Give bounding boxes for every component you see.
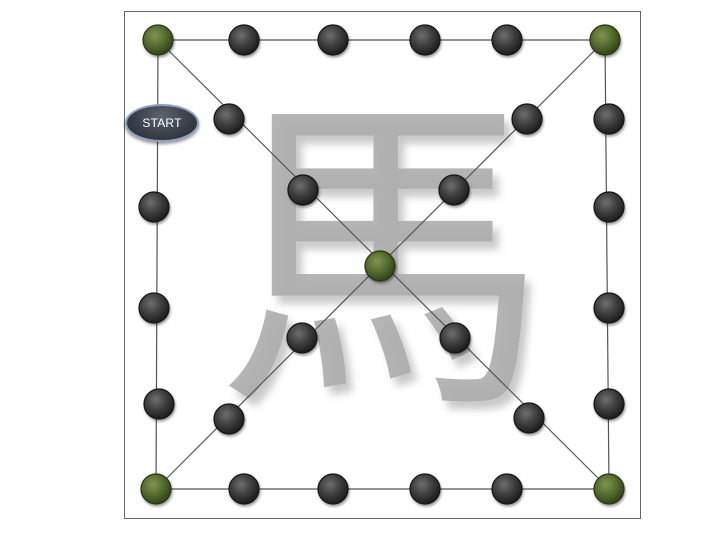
start-button[interactable]: START <box>125 104 199 142</box>
game-piece-diag-a-4[interactable] <box>513 402 545 434</box>
game-piece-bottom-1[interactable] <box>228 473 260 505</box>
game-piece-right-1[interactable] <box>593 103 625 135</box>
game-piece-right-2[interactable] <box>593 191 625 223</box>
game-piece-right-3[interactable] <box>593 292 625 324</box>
game-piece-diag-b-3[interactable] <box>286 322 318 354</box>
game-piece-left-1[interactable] <box>138 191 170 223</box>
board-frame <box>124 11 641 519</box>
board-pieces <box>138 24 625 505</box>
game-piece-bottom-4[interactable] <box>491 473 523 505</box>
game-piece-bottom-left-corner[interactable] <box>140 473 172 505</box>
game-piece-top-4[interactable] <box>491 24 523 56</box>
game-piece-right-4[interactable] <box>593 388 625 420</box>
game-piece-diag-a-3[interactable] <box>439 322 471 354</box>
game-piece-bottom-right-corner[interactable] <box>593 473 625 505</box>
game-piece-diag-b-2[interactable] <box>438 174 470 206</box>
game-piece-top-right-corner[interactable] <box>589 24 621 56</box>
game-piece-top-1[interactable] <box>228 24 260 56</box>
game-piece-left-3[interactable] <box>143 388 175 420</box>
game-piece-bottom-3[interactable] <box>409 473 441 505</box>
game-piece-diag-a-1[interactable] <box>213 103 245 135</box>
game-piece-top-3[interactable] <box>409 24 441 56</box>
game-piece-top-2[interactable] <box>317 24 349 56</box>
game-piece-diag-b-1[interactable] <box>511 103 543 135</box>
game-piece-center[interactable] <box>364 250 396 282</box>
game-piece-bottom-2[interactable] <box>317 473 349 505</box>
game-piece-left-2[interactable] <box>138 292 170 324</box>
game-piece-diag-a-2[interactable] <box>287 174 319 206</box>
game-piece-top-left-corner[interactable] <box>142 24 174 56</box>
game-piece-diag-b-4[interactable] <box>213 403 245 435</box>
